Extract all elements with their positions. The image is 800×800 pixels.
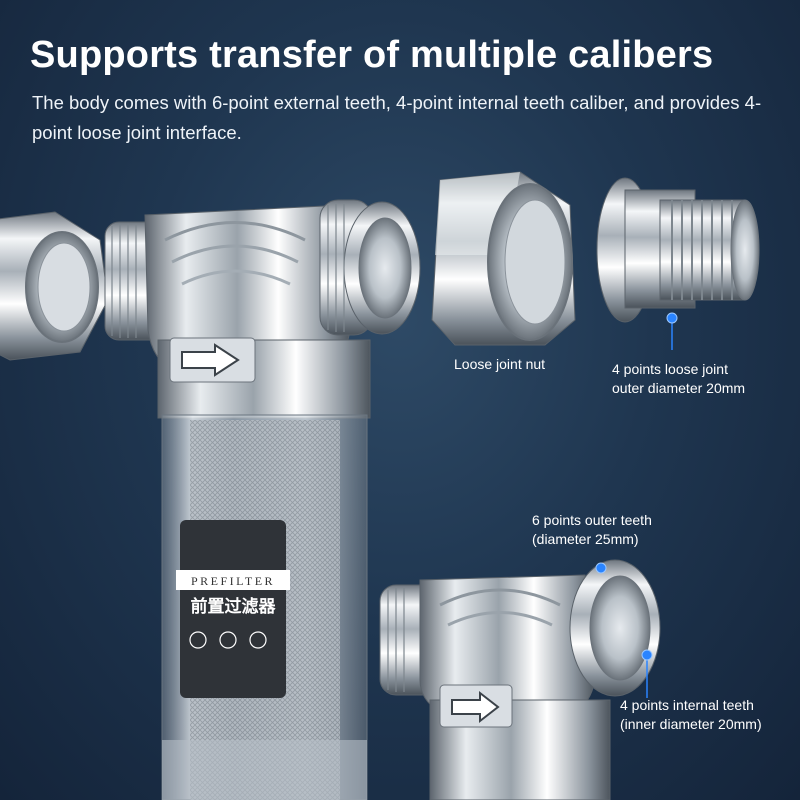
label-chinese-name: 前置过滤器 xyxy=(191,596,277,617)
filter-bowl: PREFILTER 前置过滤器 xyxy=(161,414,368,800)
description: The body comes with 6-point external tee… xyxy=(32,92,762,143)
callout-loose-joint-od-line1: 4 points loose joint xyxy=(612,361,728,377)
callout-outer-teeth-line2: (diameter 25mm) xyxy=(532,531,639,547)
recycle-icon xyxy=(249,631,267,649)
rotate-icon xyxy=(219,631,237,649)
label-brand: PREFILTER xyxy=(191,574,275,588)
callout-loose-joint-od: 4 points loose joint outer diameter 20mm xyxy=(612,360,745,398)
callout-internal-teeth-line2: (inner diameter 20mm) xyxy=(620,716,762,732)
callout-dot-loose-joint xyxy=(666,312,678,324)
callout-outer-teeth-line1: 6 points outer teeth xyxy=(532,512,652,528)
callout-loose-joint-nut: Loose joint nut xyxy=(454,356,546,372)
callout-outer-teeth: 6 points outer teeth (diameter 25mm) xyxy=(532,511,652,549)
product-label xyxy=(180,520,286,698)
eye-icon xyxy=(189,631,207,649)
headline: Supports transfer of multiple calibers xyxy=(30,34,714,76)
callout-markers xyxy=(595,312,678,698)
callout-loose-joint-od-line2: outer diameter 20mm xyxy=(612,380,746,396)
loose-joint-adapter xyxy=(596,177,760,323)
filter-body-tee xyxy=(379,559,661,800)
filter-housing xyxy=(104,199,421,419)
callout-internal-teeth: 4 points internal teeth (inner diameter … xyxy=(620,696,762,734)
callout-dot-outer-teeth xyxy=(595,562,607,574)
left-nut xyxy=(0,211,109,361)
callout-dot-internal-teeth xyxy=(641,649,653,661)
loose-joint-nut xyxy=(431,171,576,346)
callout-internal-teeth-line1: 4 points internal teeth xyxy=(620,697,754,713)
